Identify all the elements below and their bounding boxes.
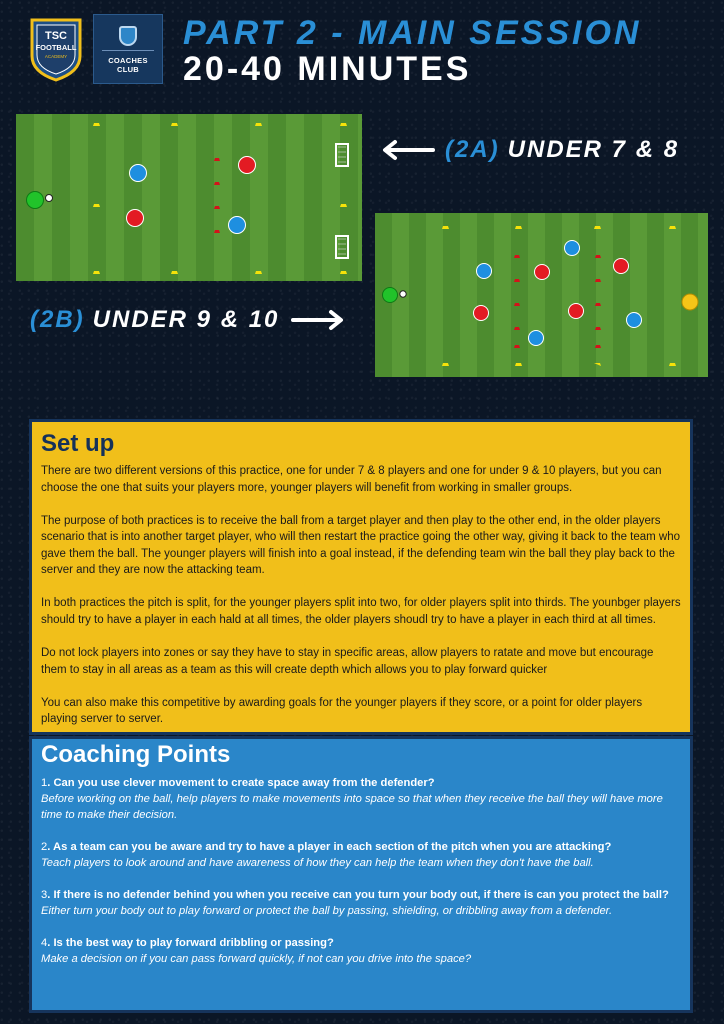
arrow-left-icon (383, 140, 435, 160)
coaching-point: 1. Can you use clever movement to create… (41, 775, 681, 823)
crest-icon (119, 26, 137, 46)
setup-paragraph: The purpose of both practices is to rece… (41, 514, 681, 577)
drill-label-under-9-10: (2B) UNDER 9 & 10 (30, 306, 347, 334)
drill-age-group: UNDER 9 & 10 (92, 306, 280, 333)
ball-icon (45, 194, 53, 202)
setup-heading: Set up (41, 430, 115, 457)
coaching-point-answer: Make a decision on if you can pass forwa… (41, 953, 472, 965)
coaches-club-text: COACHES CLUB (108, 56, 148, 74)
goal-top (335, 143, 349, 167)
coaching-point-question-text: As a team can you be aware and try to ha… (53, 841, 612, 853)
coaching-point-number: 1 (41, 777, 48, 789)
player-blue (476, 263, 492, 279)
server-player-green (382, 287, 398, 303)
player-blue (626, 312, 642, 328)
drill-code: (2A) (445, 136, 500, 163)
tsc-logo-text-line3: ACADEMY (45, 54, 67, 59)
coaching-point: 4. Is the best way to play forward dribb… (41, 935, 681, 967)
zone-cones (442, 226, 676, 366)
coaching-point-question: 2. As a team can you be aware and try to… (41, 841, 612, 853)
setup-paragraph: Do not lock players into zones or say th… (41, 646, 654, 676)
server-player-green (26, 191, 44, 209)
page-subtitle: 20-40 MINUTES (183, 50, 472, 88)
logo-divider (102, 50, 154, 51)
drill-code: (2B) (30, 306, 85, 333)
tsc-logo-text-line2: FOOTBALL (36, 43, 77, 52)
pitch-diagram-under-9-10 (375, 213, 708, 377)
setup-section: Set up There are two different versions … (29, 419, 693, 735)
coaching-points-section: Coaching Points 1. Can you use clever mo… (29, 736, 693, 1013)
coaching-point-question-text: Is the best way to play forward dribblin… (53, 937, 334, 949)
player-red (534, 264, 550, 280)
player-red (238, 156, 256, 174)
player-red (126, 209, 144, 227)
drill-age-group: UNDER 7 & 8 (507, 136, 680, 163)
player-blue (564, 240, 580, 256)
server-player-yellow (681, 293, 699, 311)
player-blue (129, 164, 147, 182)
coaching-point-question-text: Can you use clever movement to create sp… (53, 777, 435, 789)
coaches-club-logo: COACHES CLUB (93, 14, 163, 84)
tsc-football-academy-logo: TSC FOOTBALL ACADEMY (28, 16, 84, 82)
coaching-point-question: 3. If there is no defender behind you wh… (41, 889, 669, 901)
coaching-point: 3. If there is no defender behind you wh… (41, 887, 681, 919)
arrow-right-icon (291, 310, 344, 330)
coaching-point-number: 2 (41, 841, 48, 853)
pitch-diagram-under-7-8 (16, 114, 362, 281)
setup-paragraph: There are two different versions of this… (41, 465, 662, 494)
coaching-point-number: 4 (41, 937, 48, 949)
coaching-point-question: 1. Can you use clever movement to create… (41, 777, 435, 789)
zone-cones (93, 123, 347, 274)
goal-bottom (335, 235, 349, 259)
coaching-points-heading: Coaching Points (41, 741, 231, 768)
page-title: PART 2 - MAIN SESSION (183, 14, 642, 52)
player-red (613, 258, 629, 274)
setup-paragraph: You can also make this competitive by aw… (41, 696, 643, 726)
coaching-point-question-text: If there is no defender behind you when … (53, 889, 669, 901)
player-red (473, 305, 489, 321)
player-blue (228, 216, 246, 234)
coaching-point-question: 4. Is the best way to play forward dribb… (41, 937, 334, 949)
drill-label-under-7-8: (2A) UNDER 7 & 8 (381, 136, 679, 164)
coaching-point-answer: Either turn your body out to play forwar… (41, 905, 613, 917)
tsc-logo-text-line1: TSC (45, 30, 67, 42)
player-blue (528, 330, 544, 346)
coaching-point-number: 3 (41, 889, 48, 901)
coaching-point-answer: Before working on the ball, help players… (41, 793, 663, 821)
coaching-point: 2. As a team can you be aware and try to… (41, 839, 681, 871)
coaching-point-answer: Teach players to look around and have aw… (41, 857, 594, 869)
setup-paragraph: In both practices the pitch is split, fo… (41, 597, 681, 626)
ball-icon (399, 290, 407, 298)
player-red (568, 303, 584, 319)
